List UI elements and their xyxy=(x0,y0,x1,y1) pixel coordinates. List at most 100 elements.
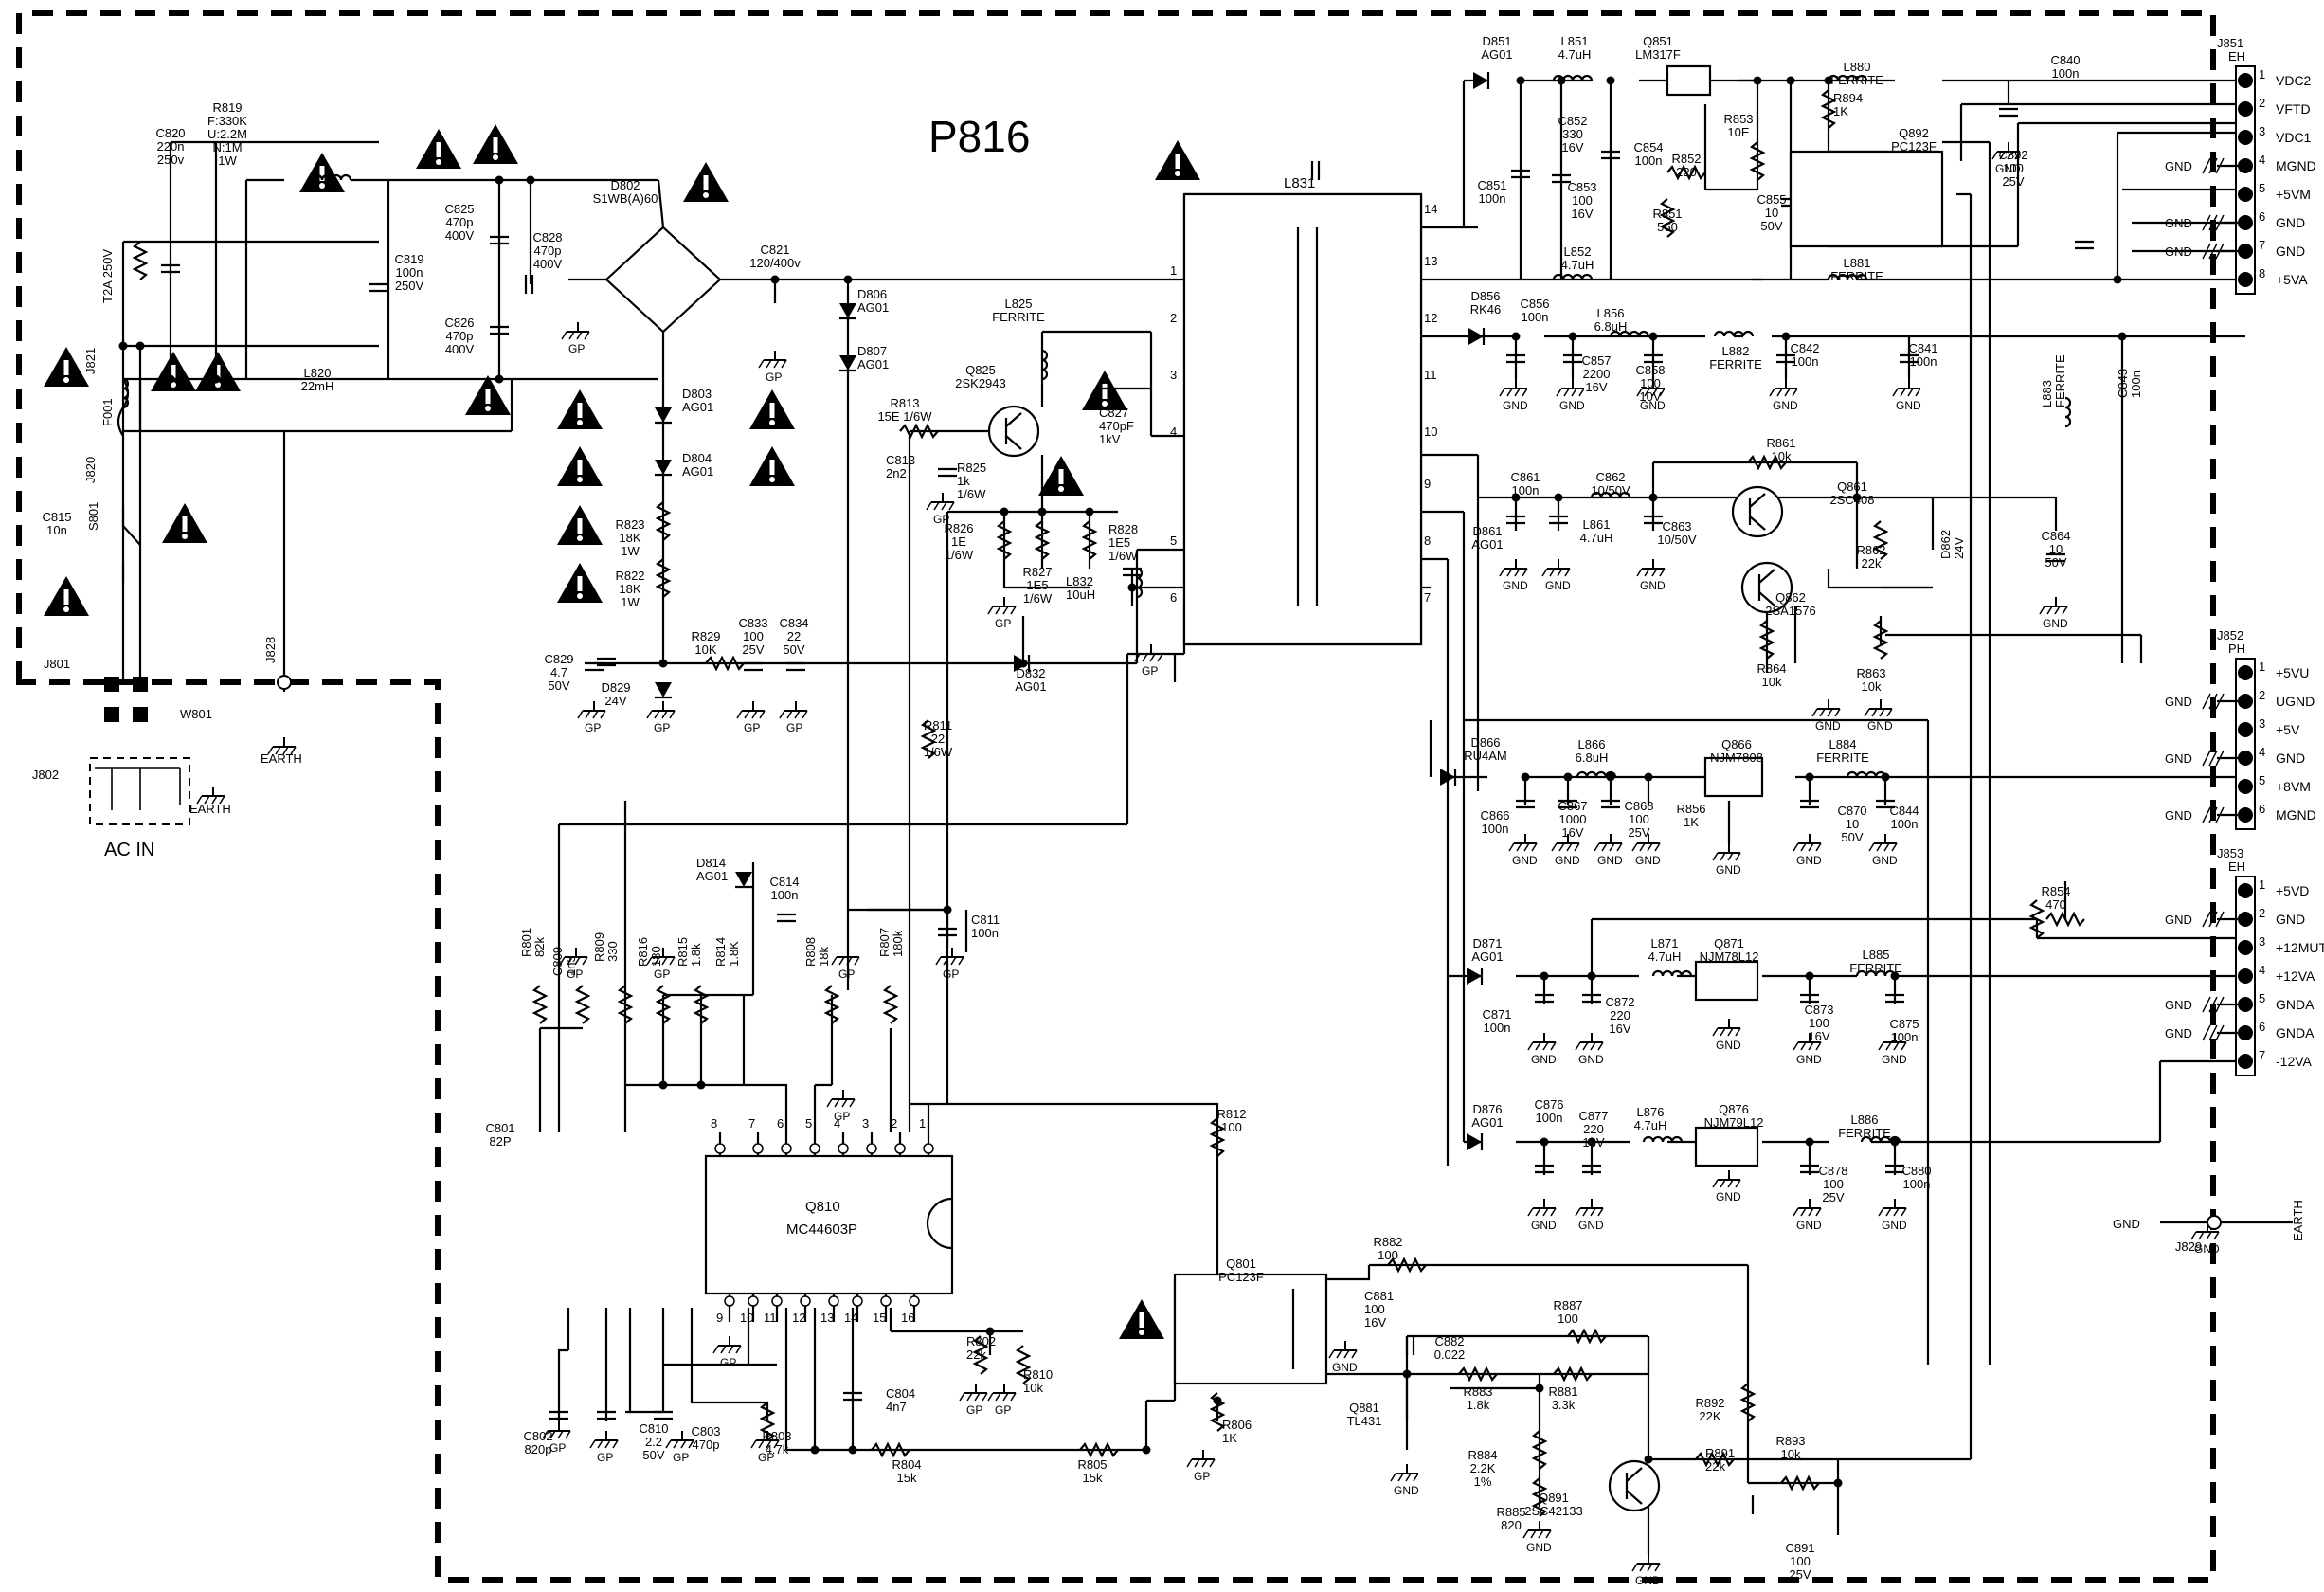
diode-icon xyxy=(1473,72,1488,89)
component-label-line: 10K xyxy=(694,642,716,657)
connector-gnd-label: GND xyxy=(2165,808,2192,823)
transformer-pin-number: 5 xyxy=(1170,534,1177,548)
component-label-line: Q862 xyxy=(1775,590,1806,605)
component-label-line: 100n xyxy=(1482,822,1509,836)
resistor-icon xyxy=(1739,1383,1757,1422)
component-label-line: C861 xyxy=(1510,470,1540,484)
component-label-line: C856 xyxy=(1520,297,1549,311)
junction-dot xyxy=(1786,76,1795,85)
gnd-label: GND xyxy=(1716,1190,1741,1203)
component-label-line: 220 xyxy=(1583,1122,1604,1136)
capacitor-icon xyxy=(938,467,957,478)
component-bodies xyxy=(95,64,2222,1517)
component-label-line: FERRITE xyxy=(1830,73,1883,87)
diode-icon xyxy=(1468,328,1484,345)
connector-pin xyxy=(2238,940,2253,955)
component-label-line: 330 xyxy=(605,941,620,962)
capacitor-icon xyxy=(1644,515,1663,525)
ground-icon xyxy=(561,321,590,340)
component-label-line: 100n xyxy=(1512,483,1540,498)
gnd-label: GND xyxy=(2194,1242,2220,1256)
connector-pin-label: GNDA xyxy=(2276,1025,2315,1040)
junction-dot xyxy=(1648,332,1658,341)
resistor-icon xyxy=(1531,1430,1548,1470)
resistor-icon xyxy=(823,985,840,1024)
warning-icon xyxy=(151,352,196,391)
resistor-icon xyxy=(1209,1392,1226,1432)
component-label-line: 100n xyxy=(1479,191,1506,206)
resistor-icon xyxy=(655,985,672,1024)
earth-label: EARTH xyxy=(261,751,302,766)
component-label-line: C820 xyxy=(155,126,185,140)
component-label-line: LM317F xyxy=(1635,47,1681,62)
ic-pin xyxy=(771,1295,783,1307)
connector-pin xyxy=(2238,665,2253,680)
gp-label: GP xyxy=(834,1110,850,1123)
terminal-icon xyxy=(277,675,292,690)
connector-pin-label: +5VA xyxy=(2276,272,2308,287)
connector-pin-label: UGND xyxy=(2276,694,2315,709)
connector-pin-label: +5V xyxy=(2276,722,2300,737)
component-label-line: C851 xyxy=(1477,178,1506,192)
component-label-line: 16V xyxy=(1609,1022,1630,1036)
connector-pin xyxy=(2238,101,2253,117)
pcb-outline xyxy=(16,10,2216,1583)
component-label-line: R812 xyxy=(1216,1107,1246,1121)
ic-pin-number: 12 xyxy=(792,1311,805,1325)
connector-pin-number: 5 xyxy=(2259,181,2265,195)
resistor-icon xyxy=(1659,198,1676,238)
earth-label-j829: EARTH xyxy=(2291,1200,2305,1241)
component-label-line: 10 xyxy=(1846,817,1859,831)
component-label-line: 10k xyxy=(1781,1447,1801,1461)
component-label-line: C854 xyxy=(1633,140,1663,154)
connector-pin xyxy=(2238,73,2253,88)
resistor-icon xyxy=(1780,1474,1820,1492)
component-label-line: 10k xyxy=(1862,679,1882,694)
component-label-line: 2200 xyxy=(1583,367,1611,381)
connector-body xyxy=(2235,65,2256,295)
resistor-icon xyxy=(1758,620,1775,660)
transistor-icon xyxy=(1731,485,1784,538)
junction-dot xyxy=(848,1445,857,1455)
connector-pin-label: +12MUTE xyxy=(2276,940,2324,955)
connector-pin-number: 1 xyxy=(2259,877,2265,892)
inductor-icon xyxy=(1552,273,1594,280)
component-label: F001 xyxy=(100,398,115,426)
connector-pin-number: 6 xyxy=(2259,802,2265,816)
warning-icon xyxy=(1155,140,1200,180)
transformer-pin-number: 9 xyxy=(1424,477,1431,491)
component-label-line: 24V xyxy=(1952,537,1966,559)
component-label-line: L861 xyxy=(1583,517,1611,532)
component-label: J829 xyxy=(2175,1239,2202,1254)
junction-dot xyxy=(1781,332,1791,341)
component-label-line: 100 xyxy=(1221,1120,1242,1134)
connector-pin-label: GND xyxy=(2276,912,2305,927)
component-label-line: 2SC42133 xyxy=(1524,1504,1582,1518)
component-label: R816180 xyxy=(636,937,663,967)
junction-dot xyxy=(2113,275,2122,284)
component-label-line: L881 xyxy=(1844,256,1871,270)
resistor-icon xyxy=(693,985,710,1024)
component-label-line: C866 xyxy=(1480,808,1509,823)
diode-icon xyxy=(1014,655,1029,672)
ic-pin-number: 2 xyxy=(891,1116,897,1131)
ic-pin xyxy=(800,1295,811,1307)
capacitor-icon xyxy=(1535,1164,1554,1174)
component-label-line: C801 xyxy=(485,1121,514,1135)
